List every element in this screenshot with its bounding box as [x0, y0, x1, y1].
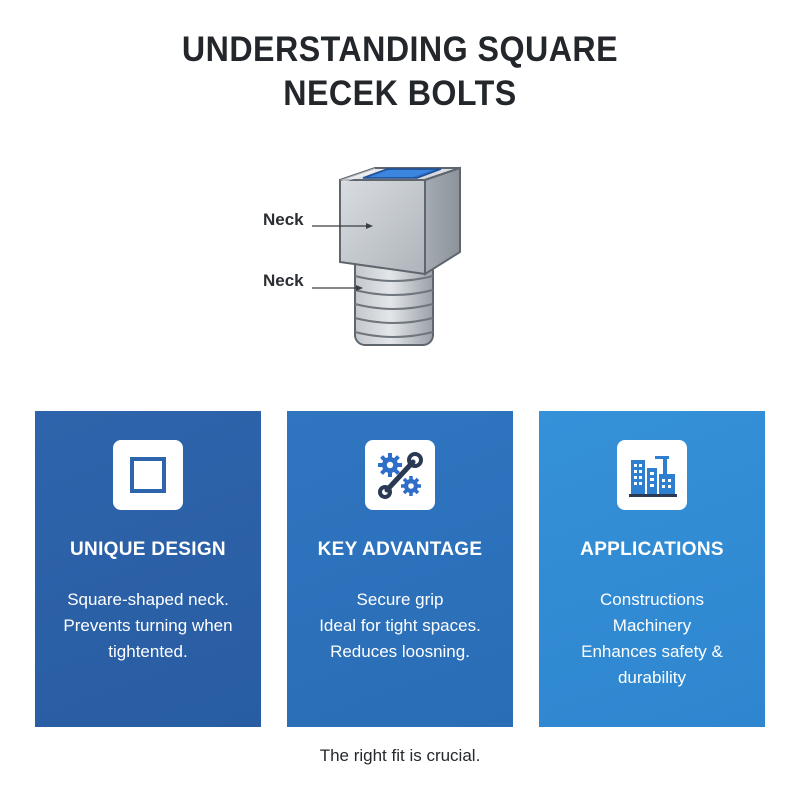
card-line: Reduces loosning.	[330, 642, 470, 661]
card-title: APPLICATIONS	[580, 539, 724, 560]
card-title: UNIQUE DESIGN	[70, 539, 226, 560]
card-description: Constructions Machinery Enhances safety …	[539, 587, 765, 691]
square-icon	[113, 440, 183, 510]
card-applications: APPLICATIONS Constructions Machinery Enh…	[539, 411, 765, 727]
card-description: Square-shaped neck. Prevents turning whe…	[35, 587, 261, 665]
callout-leaders	[312, 223, 373, 291]
card-description: Secure grip Ideal for tight spaces. Redu…	[287, 587, 513, 665]
card-line: durability	[617, 668, 687, 687]
card-line: Enhances safety &	[581, 642, 723, 661]
card-unique-design: UNIQUE DESIGN Square-shaped neck. Preven…	[35, 411, 261, 727]
neck-label-bottom: Neck	[263, 271, 304, 290]
neck-label-top: Neck	[263, 210, 304, 229]
card-line: Machinery	[612, 616, 692, 635]
card-key-advantage: KEY ADVANTAGE Secure grip Ideal for tigh…	[287, 411, 513, 727]
card-line: Constructions	[600, 590, 704, 609]
title-line-2: NECEK BOLTS	[283, 74, 517, 113]
square-head	[339, 166, 461, 276]
footer-tagline: The right fit is crucial.	[319, 746, 481, 765]
wrench-gears-icon	[365, 440, 435, 510]
card-line: Secure grip	[356, 590, 444, 609]
card-title: KEY ADVANTAGE	[317, 539, 483, 560]
bolt-illustration	[312, 166, 461, 346]
page-title: UNDERSTANDING SQUARE NECEK BOLTS	[32, 28, 768, 116]
card-line: tightented.	[108, 642, 188, 661]
bolt-diagram	[255, 150, 495, 360]
buildings-icon	[617, 440, 687, 510]
card-line: Ideal for tight spaces.	[319, 616, 481, 635]
title-line-1: UNDERSTANDING SQUARE	[181, 30, 619, 69]
card-line: Square-shaped neck.	[67, 590, 229, 609]
card-line: Prevents turning when	[63, 616, 233, 635]
